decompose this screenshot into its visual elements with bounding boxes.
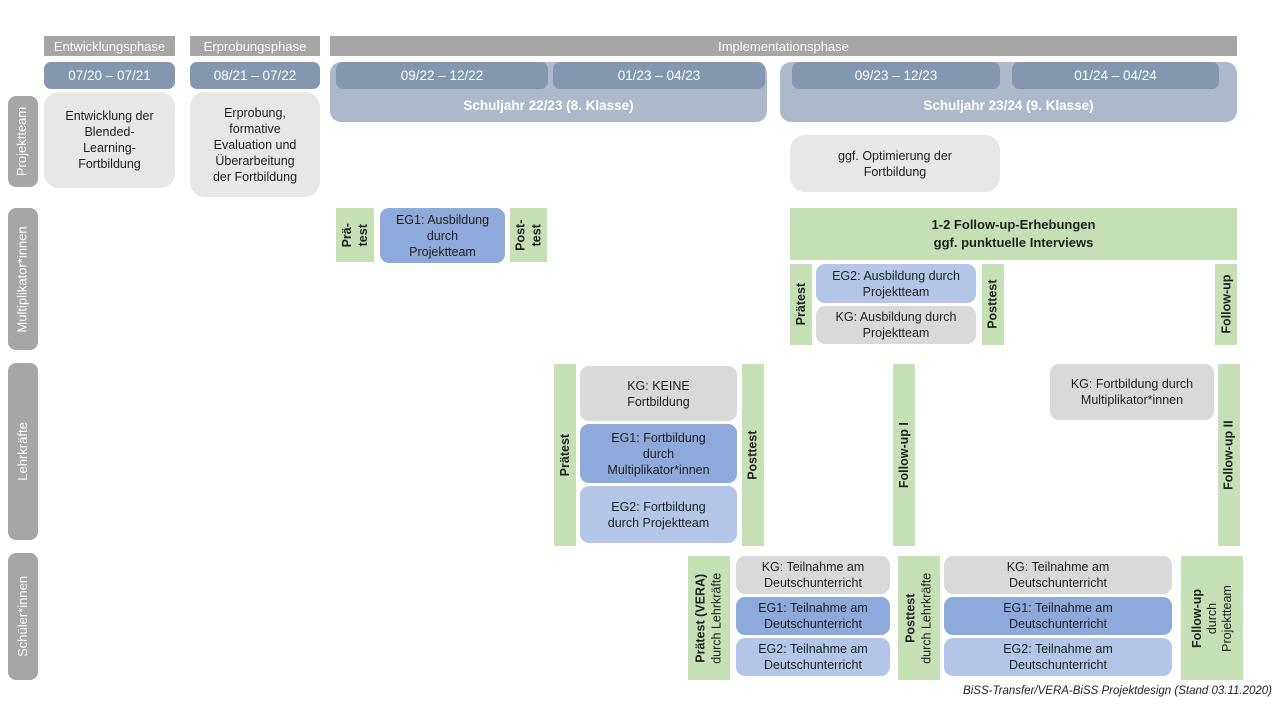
box-eg1-teilnahme-deutsch-2: EG1: Teilnahme am Deutschunterricht [944,597,1172,635]
bar-followup-schueler-line1: Follow-up [1189,588,1204,648]
bar-followup-schueler-line2: durch [1204,602,1219,634]
bar-praetest-vera-line1: Prätest (VERA) [693,573,708,663]
box-kg-ausbildung-projektteam: KG: Ausbildung durch Projektteam [816,306,976,344]
bar-followup-1-text: Follow-up I [896,422,911,488]
bar-posttest-multiplikatoren-1: Post- test [510,208,547,262]
box-eg1-fortbildung-multiplikatoren: EG1: Fortbildung durch Multiplikator*inn… [580,424,737,483]
box-kg-teilnahme-deutsch-2: KG: Teilnahme am Deutschunterricht [944,556,1172,594]
bar-praetest-1-line2: test [355,223,370,247]
bar-posttest-lehrkraefte-text: Posttest [745,430,760,480]
bar-followup-2-text: Follow-up II [1221,420,1236,490]
phase-header-entwicklung: Entwicklungsphase [44,36,175,56]
box-erprobung-evaluation: Erprobung, formative Evaluation und Über… [190,92,320,197]
date-range-0922-1222: 09/22 – 12/22 [336,62,548,89]
bar-praetest-2-text: Prätest [793,283,808,326]
box-optimierung-fortbildung: ggf. Optimierung der Fortbildung [790,135,1000,192]
row-label-projektteam-text: Projektteam [14,106,30,177]
bar-praetest-vera-line2: durch Lehrkräfte [710,572,724,664]
bar-posttest-schueler-line1: Posttest [903,593,918,643]
bar-praetest-multiplikatoren-1: Prä- test [336,208,374,262]
date-range-0720-0721: 07/20 – 07/21 [44,62,175,89]
box-eg2-teilnahme-deutsch-1: EG2: Teilnahme am Deutschunterricht [736,638,890,676]
bar-posttest-multiplikatoren-2: Posttest [982,264,1004,345]
phase-header-implementation: Implementationsphase [330,36,1237,56]
bar-posttest-schueler: Posttest durch Lehrkräfte [898,556,940,680]
bar-followup-schueler: Follow-up durch Projektteam [1181,556,1243,680]
date-range-0123-0423: 01/23 – 04/23 [553,62,765,89]
bar-posttest-1-line1: Post- [513,219,528,251]
bar-followup-2-lehrkraefte: Follow-up II [1218,364,1240,546]
diagram-caption: BiSS-Transfer/VERA-BiSS Projektdesign (S… [963,685,1272,697]
box-kg-teilnahme-deutsch-1: KG: Teilnahme am Deutschunterricht [736,556,890,594]
banner-followup-erhebungen: 1-2 Follow-up-Erhebungen ggf. punktuelle… [790,208,1237,260]
row-label-multiplikatorinnen: Multiplikator*innen [8,208,38,350]
bar-followup-schueler-line3: Projektteam [1219,584,1234,652]
row-label-schuelerinnen-text: Schüler*innen [14,576,30,657]
bar-followup-multiplikatoren-text: Follow-up [1218,274,1233,335]
row-label-multiplikatorinnen-text: Multiplikator*innen [14,225,30,333]
box-eg1-ausbildung-projektteam: EG1: Ausbildung durch Projektteam [380,208,505,263]
box-eg1-teilnahme-deutsch-1: EG1: Teilnahme am Deutschunterricht [736,597,890,635]
date-range-0124-0424: 01/24 – 04/24 [1012,62,1219,89]
bar-followup-multiplikatoren: Follow-up [1215,264,1237,345]
date-range-0821-0722: 08/21 – 07/22 [190,62,320,89]
row-label-projektteam: Projektteam [8,96,38,187]
bar-praetest-lehrkraefte: Prätest [554,364,576,546]
bar-posttest-2-text: Posttest [985,279,1000,330]
box-eg2-fortbildung-projektteam: EG2: Fortbildung durch Projektteam [580,486,737,543]
box-eg2-ausbildung-projektteam: EG2: Ausbildung durch Projektteam [816,264,976,303]
bar-posttest-1-line2: test [529,223,544,247]
date-range-0923-1223: 09/23 – 12/23 [792,62,1000,89]
box-eg2-teilnahme-deutsch-2: EG2: Teilnahme am Deutschunterricht [944,638,1172,676]
bar-praetest-lehrkraefte-text: Prätest [557,433,572,477]
row-label-schuelerinnen: Schüler*innen [8,553,38,680]
box-kg-fortbildung-multiplikatoren: KG: Fortbildung durch Multiplikator*inne… [1050,364,1214,420]
bar-praetest-vera-schueler: Prätest (VERA) durch Lehrkräfte [688,556,730,680]
bar-posttest-schueler-line2: durch Lehrkräfte [920,572,934,664]
bar-posttest-lehrkraefte: Posttest [742,364,764,546]
phase-header-erprobung: Erprobungsphase [190,36,320,56]
bar-praetest-multiplikatoren-2: Prätest [790,264,812,345]
box-kg-keine-fortbildung: KG: KEINE Fortbildung [580,366,737,421]
bar-followup-1-lehrkraefte: Follow-up I [893,364,915,546]
row-label-lehrkraefte: Lehrkräfte [8,363,38,540]
bar-praetest-1-line1: Prä- [339,222,354,248]
row-label-lehrkraefte-text: Lehrkräfte [14,422,30,481]
box-entwicklung-blended-learning: Entwicklung der Blended- Learning- Fortb… [44,92,175,188]
